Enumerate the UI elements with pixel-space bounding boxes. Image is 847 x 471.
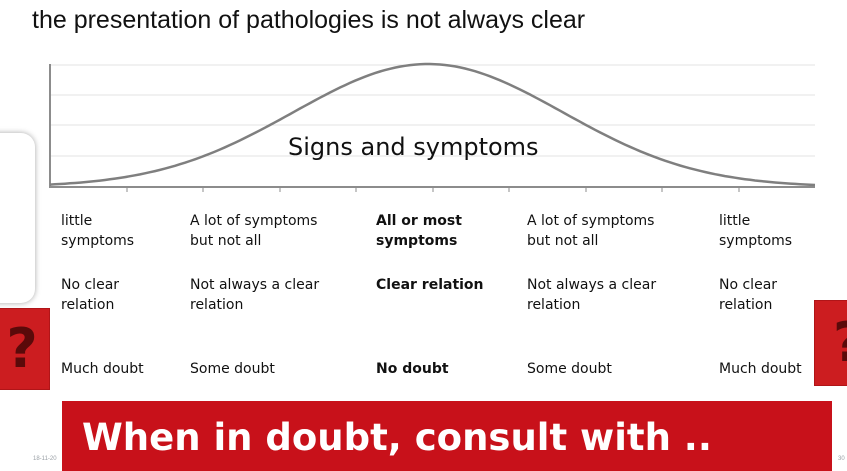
- doubt-col-4: Some doubt: [527, 361, 612, 377]
- symptoms-col-2: A lot of symptoms but not all: [190, 213, 318, 249]
- chart-gridlines: [50, 64, 815, 157]
- doubt-col-5: Much doubt: [719, 361, 802, 377]
- relation-col-3: Clear relation: [376, 277, 484, 293]
- consult-banner: When in doubt, consult with ..: [62, 401, 832, 471]
- slide-title: the presentation of pathologies is not a…: [32, 6, 586, 34]
- question-mark-icon: ?: [0, 308, 50, 390]
- symptoms-col-5: little symptoms: [719, 213, 793, 249]
- footer-date: 18-11-20: [33, 456, 57, 462]
- relation-col-4: Not always a clear relation: [527, 277, 657, 313]
- symptoms-col-3: All or most symptoms: [376, 213, 462, 249]
- doubt-col-1: Much doubt: [61, 361, 144, 377]
- symptoms-col-4: A lot of symptoms but not all: [527, 213, 655, 249]
- curve-label: Signs and symptoms: [288, 133, 539, 161]
- x-axis-ticks: [126, 187, 740, 192]
- doubt-col-3: No doubt: [376, 361, 449, 377]
- relation-col-5: No clear relation: [719, 277, 778, 313]
- relation-col-2: Not always a clear relation: [190, 277, 320, 313]
- doubt-col-2: Some doubt: [190, 361, 275, 377]
- question-mark-icon: ?: [814, 300, 847, 386]
- side-panel-card: [0, 133, 35, 303]
- footer-page-number: 30: [838, 456, 845, 462]
- relation-col-1: No clear relation: [61, 277, 120, 313]
- symptoms-col-1: little symptoms: [61, 213, 135, 249]
- bell-curve-line: [49, 62, 816, 187]
